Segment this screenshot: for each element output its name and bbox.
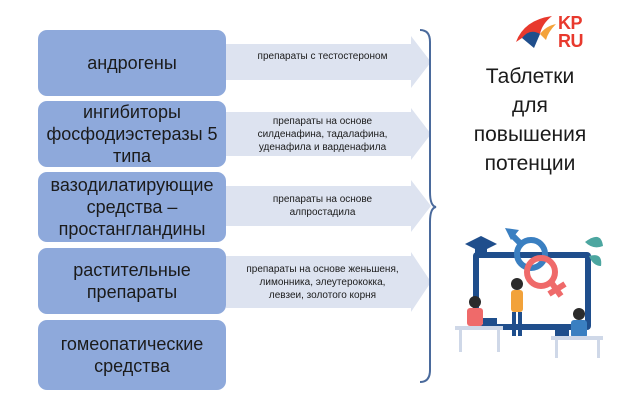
logo-line2: RU: [558, 31, 584, 51]
arrow-shape: [226, 252, 431, 312]
right-brace: [419, 29, 437, 383]
diagram-title: Таблетки для повышения потенции: [455, 62, 605, 178]
arrow-shape: [226, 180, 431, 232]
female-symbol-icon: [524, 255, 558, 289]
category-label: вазодилатирующие средства – простангланд…: [50, 175, 214, 239]
category-box-pde5-inhibitors: ингибиторы фосфодиэстеразы 5 типа: [38, 101, 226, 167]
arrow-text-wrap: препараты на основе силденафина, тадалаф…: [232, 108, 413, 160]
gender-symbols-illustration: [455, 228, 603, 358]
description-text: препараты на основе алпростадила: [272, 194, 373, 218]
category-box-herbal: растительные препараты: [38, 248, 226, 314]
description-arrow-vasodilators: препараты на основе алпростадила: [226, 180, 431, 232]
bird-icon: [516, 16, 556, 48]
description-text: препараты на основе силденафина, тадалаф…: [257, 115, 388, 153]
description-text: препараты с тестостероном: [257, 51, 388, 62]
arrow-text-wrap: препараты с тестостероном: [232, 36, 413, 88]
arrow-shape: [226, 36, 431, 88]
arrow-text-wrap: препараты на основе алпростадила: [232, 180, 413, 232]
arrow-shape: [226, 108, 431, 160]
category-box-vasodilators: вазодилатирующие средства – простангланд…: [38, 172, 226, 242]
category-label: гомеопатические средства: [60, 334, 204, 376]
male-symbol-icon: [514, 237, 548, 271]
logo-text: KP RU: [558, 13, 584, 51]
category-label: андрогены: [87, 53, 177, 73]
description-arrow-herbal: препараты на основе женьшеня, лимонника,…: [226, 252, 431, 312]
category-label: растительные препараты: [73, 260, 191, 302]
description-arrow-pde5: препараты на основе силденафина, тадалаф…: [226, 108, 431, 160]
graduation-cap-icon: [465, 236, 497, 252]
logo-line1: KP: [558, 13, 583, 33]
kp-ru-logo: KP RU: [512, 12, 600, 54]
category-label: ингибиторы фосфодиэстеразы 5 типа: [46, 102, 218, 166]
category-box-androgens: андрогены: [38, 30, 226, 96]
description-text: препараты на основе женьшеня, лимонника,…: [246, 263, 399, 301]
arrow-text-wrap: препараты на основе женьшеня, лимонника,…: [232, 252, 413, 312]
category-box-homeopathic: гомеопатические средства: [38, 320, 226, 390]
description-arrow-androgens: препараты с тестостероном: [226, 36, 431, 88]
title-text: Таблетки для повышения потенции: [473, 65, 587, 175]
